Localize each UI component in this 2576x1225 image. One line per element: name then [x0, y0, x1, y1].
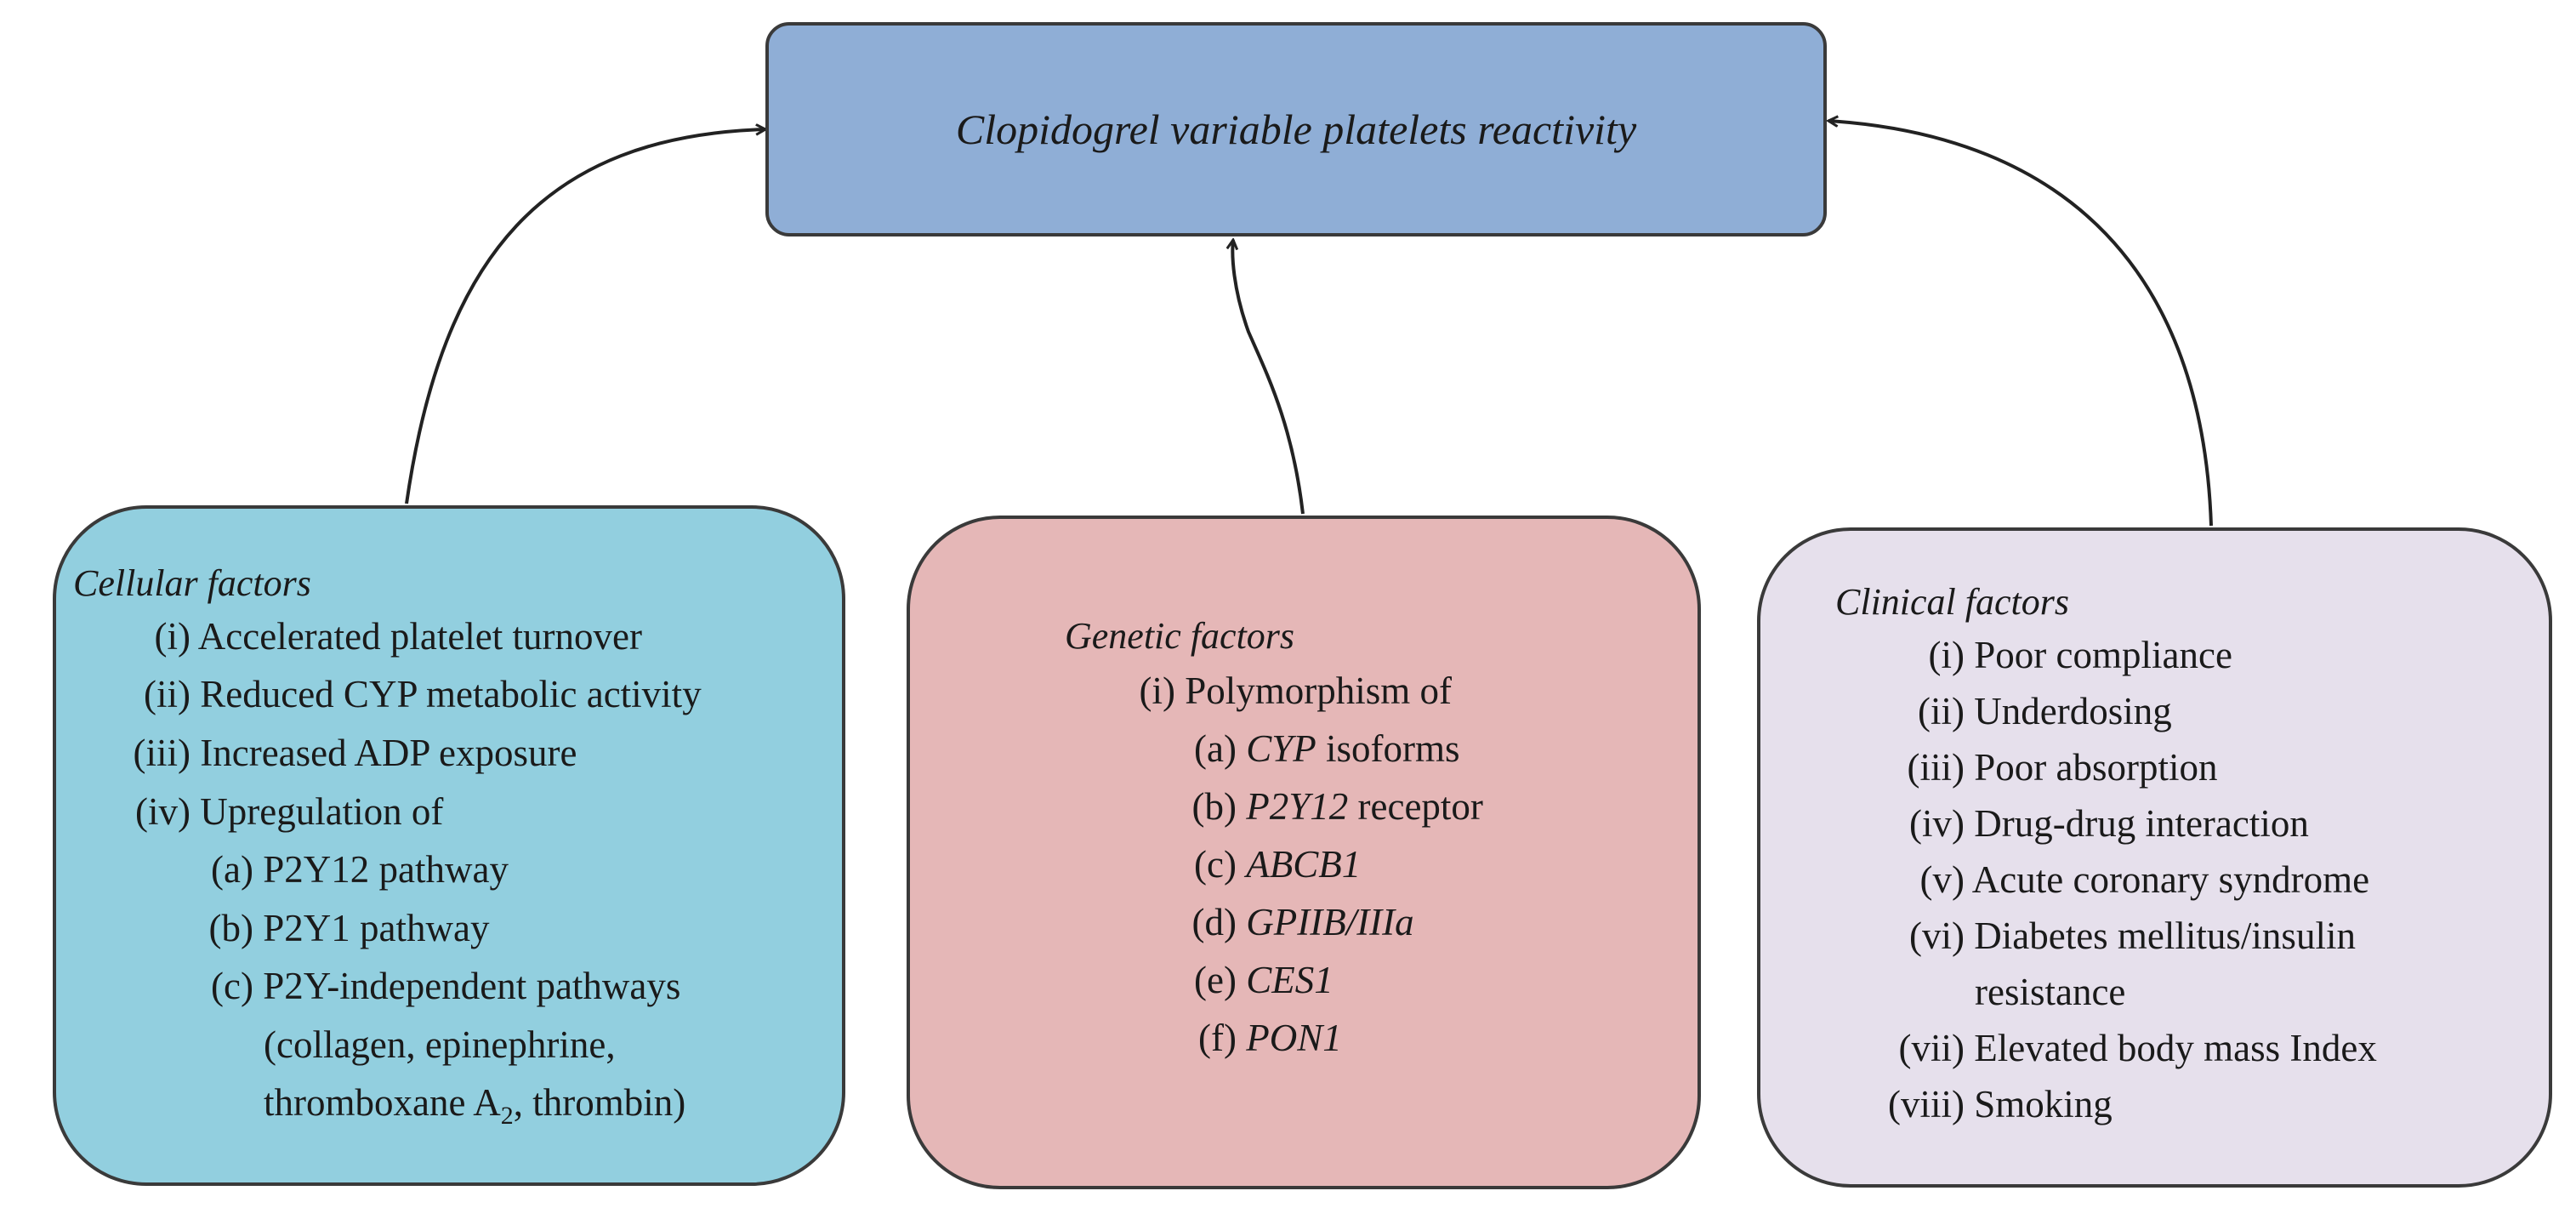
- genetic-subitem: (e) CES1: [1194, 959, 1333, 1001]
- genetic-subitem: (c) ABCB1: [1194, 843, 1362, 886]
- clinical-factors-box: Clinical factors (i) Poor compliance (ii…: [1757, 527, 2552, 1188]
- title-box: Clopidogrel variable platelets reactivit…: [765, 22, 1827, 236]
- clinical-item: (v) Acute coronary syndrome: [1919, 858, 2370, 901]
- cellular-item: (i) Accelerated platelet turnover: [154, 615, 642, 658]
- genetic-item: (i) Polymorphism of: [1139, 669, 1453, 712]
- diagram-title: Clopidogrel variable platelets reactivit…: [955, 105, 1637, 153]
- genetic-subitem: (a) CYP isoforms: [1194, 727, 1460, 770]
- genetic-subitem: (d) GPIIB/IIIa: [1191, 901, 1414, 943]
- cellular-item: (iv) Upregulation of: [135, 790, 444, 833]
- cellular-heading: Cellular factors: [73, 562, 311, 604]
- cellular-subitem: (a) P2Y12 pathway: [211, 848, 509, 891]
- clinical-item: (vii) Elevated body mass Index: [1898, 1027, 2377, 1069]
- clinical-item: (i) Poor compliance: [1928, 634, 2232, 676]
- cellular-factors-box: Cellular factors (i) Accelerated platele…: [53, 505, 845, 1186]
- cellular-continuation: (collagen, epinephrine,: [264, 1023, 616, 1066]
- clinical-continuation: resistance: [1975, 971, 2126, 1013]
- arrow-clinical-to-title: [1828, 121, 2213, 527]
- clinical-heading: Clinical factors: [1835, 581, 2069, 623]
- cellular-subitem: (b) P2Y1 pathway: [208, 907, 490, 949]
- clinical-item: (iv) Drug-drug interaction: [1909, 802, 2309, 845]
- cellular-subitem: (c) P2Y-independent pathways: [211, 965, 681, 1007]
- clinical-item: (ii) Underdosing: [1918, 690, 2172, 732]
- arrow-genetic-to-title: [1232, 240, 1305, 515]
- cellular-item: (ii) Reduced CYP metabolic activity: [144, 673, 702, 715]
- clinical-item: (iii) Poor absorption: [1907, 746, 2218, 789]
- genetic-factors-box: Genetic factors (i) Polymorphism of (a) …: [907, 516, 1701, 1189]
- genetic-heading: Genetic factors: [1065, 615, 1295, 657]
- genetic-subitem: (b) P2Y12 receptor: [1191, 785, 1483, 828]
- clinical-item: (vi) Diabetes mellitus/insulin: [1909, 914, 2356, 957]
- arrow-cellular-to-title: [405, 129, 765, 504]
- genetic-subitem: (f) PON1: [1198, 1017, 1342, 1059]
- cellular-item: (iii) Increased ADP exposure: [133, 732, 577, 774]
- clinical-item: (viii) Smoking: [1888, 1083, 2113, 1125]
- cellular-continuation: thromboxane A2, thrombin): [264, 1081, 686, 1130]
